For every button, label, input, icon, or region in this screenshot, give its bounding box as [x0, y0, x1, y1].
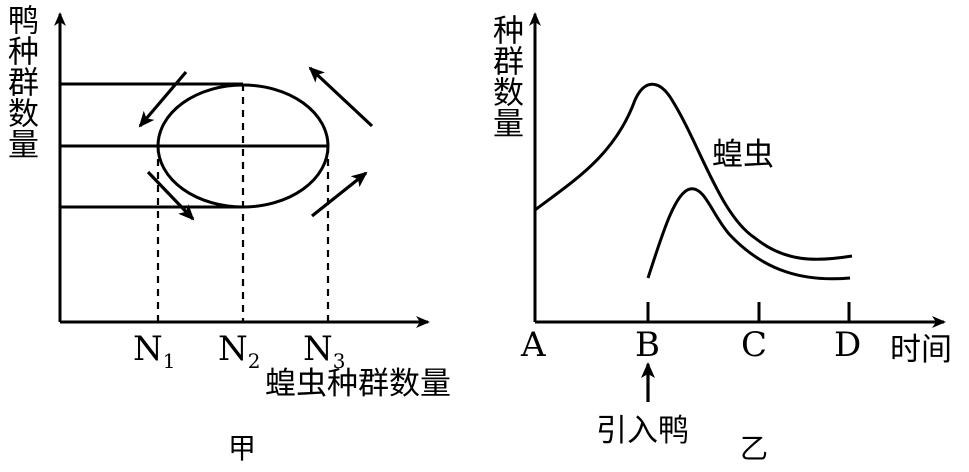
yi-curve-locust	[534, 82, 853, 261]
jia-arrow-bottom-right	[311, 171, 368, 218]
yi-caption: 乙	[740, 432, 768, 465]
jia-arrow-top-left	[138, 70, 188, 128]
jia-arrow-bottom-left	[146, 170, 195, 221]
jia-x-axis-label: 蝗虫种群数量	[265, 366, 451, 402]
yi-tick-c: C	[741, 325, 767, 365]
yi-tick-d: D	[834, 325, 861, 365]
jia-caption: 甲	[228, 432, 256, 465]
yi-x-axis-label: 时间	[890, 332, 952, 368]
jia-tick-n2: N2	[218, 329, 260, 373]
diagram-yi: 蝗虫 种群数量 A B C D 时间 引入鸭 乙	[487, 12, 952, 465]
yi-y-axis-label: 种群数量	[487, 14, 524, 138]
jia-tick-n3: N3	[303, 329, 345, 373]
jia-arrow-top-right	[308, 66, 374, 128]
yi-tick-b: B	[635, 325, 660, 365]
yi-curve-label: 蝗虫	[712, 137, 774, 173]
jia-y-axis-label: 鸭种群数量	[2, 4, 39, 159]
jia-tick-n1: N1	[133, 329, 175, 373]
yi-curve-duck	[646, 187, 851, 281]
diagram-jia: 鸭种群数量 N1 N2 N3 蝗虫种群数量 甲	[2, 4, 451, 465]
yi-tick-a: A	[520, 325, 546, 365]
yi-annotation-label: 引入鸭	[596, 413, 689, 449]
